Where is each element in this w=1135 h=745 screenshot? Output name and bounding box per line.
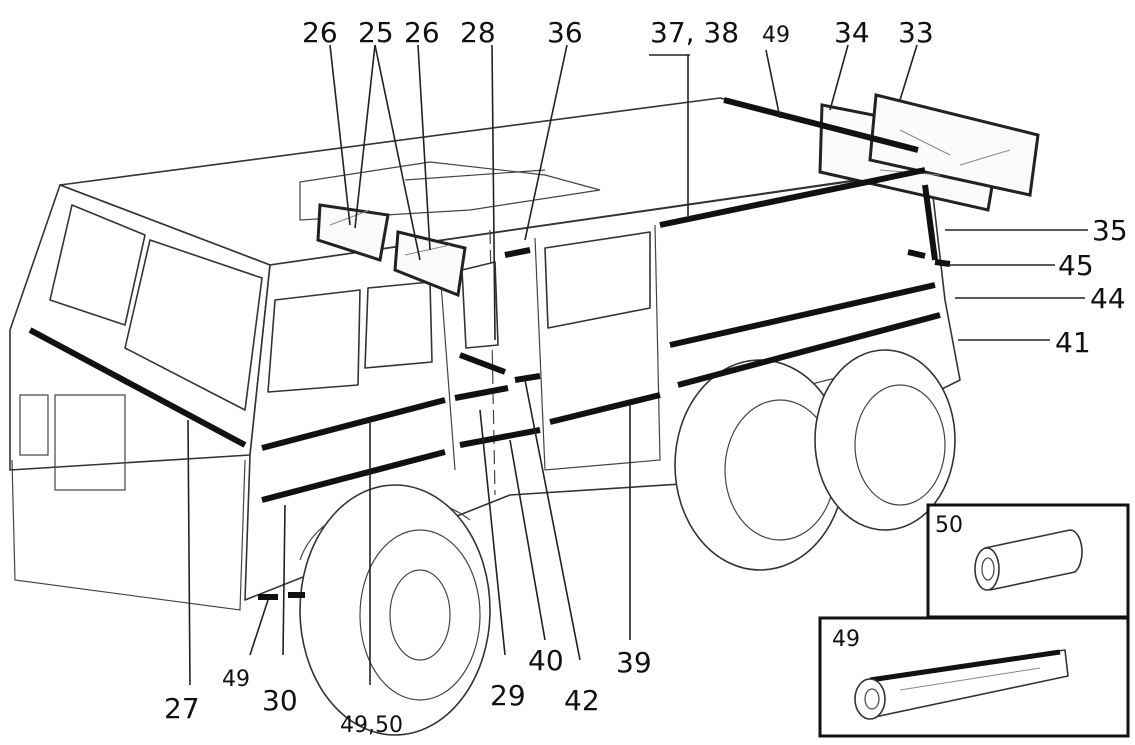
front-wheel: [299, 484, 491, 736]
detail-inset-50: 50: [926, 503, 1130, 619]
callout-45: 45: [1058, 249, 1094, 282]
rear-wheel: [814, 349, 956, 531]
strip-27: [28, 327, 247, 448]
sealing-strips: [28, 97, 951, 600]
callout-35: 35: [1092, 214, 1128, 247]
callout-36: 36: [547, 16, 583, 49]
strip-29: [454, 385, 509, 401]
callout-40: 40: [528, 644, 564, 677]
loose-panes: [818, 93, 1040, 212]
callout-30: 30: [262, 684, 298, 717]
callout-41: 41: [1055, 326, 1091, 359]
strip-41: [677, 312, 941, 388]
callout-34: 34: [834, 16, 870, 49]
callout-39: 39: [616, 646, 652, 679]
strip-28: [458, 352, 507, 375]
callout-37-38: 37, 38: [650, 16, 739, 49]
detail-50-label: 50: [935, 513, 963, 538]
strip-39: [549, 392, 661, 425]
callout-27: 27: [164, 692, 200, 725]
strip-40: [459, 427, 541, 448]
detail-inset-49: 49: [818, 616, 1130, 738]
strip-49-top: [723, 97, 919, 153]
strip-36: [504, 247, 531, 258]
callout-labels: 26 25 26 28 36 37, 38 49 34 33 35 45 44 …: [164, 16, 1128, 738]
callout-29: 29: [490, 679, 526, 712]
leader-lines: [187, 44, 1088, 686]
callout-44: 44: [1090, 282, 1126, 315]
strip-upper-side: [669, 282, 936, 348]
callout-33: 33: [898, 16, 934, 49]
strip-45: [907, 249, 926, 259]
callout-49-bottom: 49: [222, 667, 250, 692]
callout-25: 25: [358, 16, 394, 49]
callout-26-right: 26: [404, 16, 440, 49]
strip-42: [514, 373, 541, 383]
callout-49-top: 49: [762, 23, 790, 48]
strip-37-38: [659, 167, 926, 228]
strip-49-50: [261, 397, 446, 451]
callout-42: 42: [564, 684, 600, 717]
strip-30: [261, 449, 446, 503]
detail-49-label: 49: [832, 627, 860, 652]
strip-35: [922, 184, 938, 261]
callout-49-50: 49,50: [340, 713, 403, 738]
wheels: [299, 349, 956, 736]
window-seals: [316, 203, 467, 298]
window-26-right: [393, 230, 467, 298]
callout-26-left: 26: [302, 16, 338, 49]
callout-28: 28: [460, 16, 496, 49]
